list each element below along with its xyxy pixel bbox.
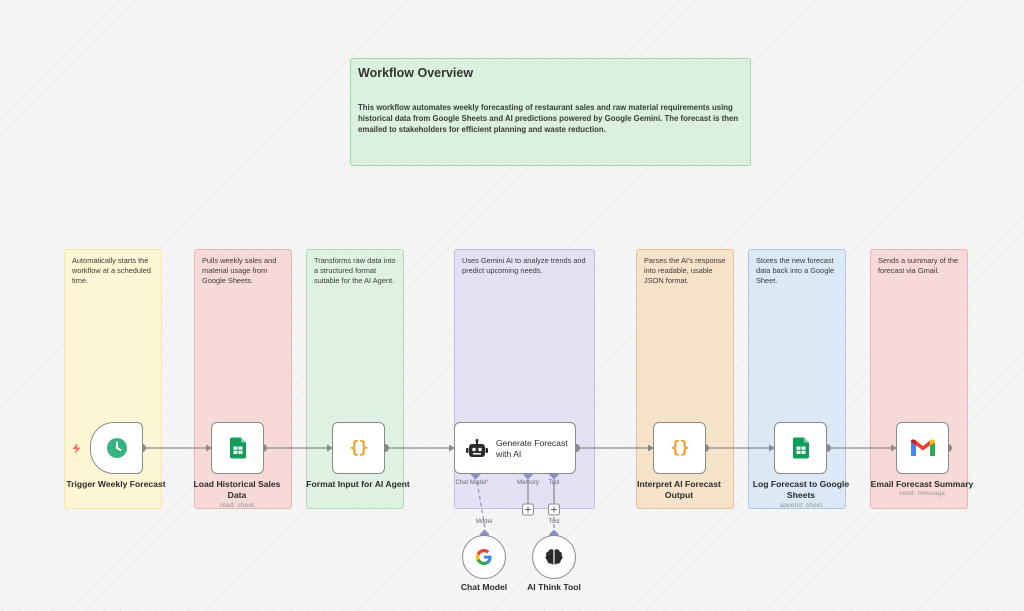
sticky-note-text: Transforms raw data into a structured fo… — [314, 256, 396, 286]
log-forecast-node[interactable] — [774, 422, 827, 474]
code-braces-icon: {} — [670, 438, 690, 458]
chat-model-node[interactable] — [462, 535, 506, 579]
email-node-label: Email Forecast Summary — [870, 479, 974, 489]
google-icon — [476, 549, 492, 565]
sticky-note-text: Automatically starts the workflow at a s… — [72, 256, 151, 286]
arrow-email-input — [891, 444, 897, 452]
add-tool-button — [548, 503, 560, 516]
email-forecast-node[interactable] — [896, 422, 949, 474]
google-sheets-icon — [229, 437, 246, 459]
arrow-load-input — [206, 444, 212, 452]
trigger-weekly-forecast-node[interactable] — [90, 422, 143, 474]
add-memory-button — [522, 503, 534, 516]
sticky-note-text: Pulls weekly sales and material usage fr… — [202, 256, 277, 286]
arrow-agent-input — [449, 444, 455, 452]
chat-model-handle-text: Chat Model — [455, 480, 487, 486]
interpret-forecast-node[interactable]: {} — [653, 422, 706, 474]
trigger-bolt-icon — [72, 443, 81, 454]
google-sheets-icon — [792, 437, 809, 459]
agent-node-label: Generate Forecast with AI — [496, 438, 568, 459]
ai-think-tool-node[interactable] — [532, 535, 576, 579]
generate-forecast-agent-node[interactable]: Generate Forecast with AI — [454, 422, 576, 474]
required-marker: * — [486, 480, 489, 486]
overview-title: Workflow Overview — [358, 66, 474, 80]
trigger-node-label: Trigger Weekly Forecast — [66, 479, 166, 489]
code-braces-icon: {} — [349, 438, 369, 458]
log-node-subtitle: append: sheet — [779, 502, 823, 509]
connection-chat-model — [475, 474, 487, 535]
log-node-label: Log Forecast to Google Sheets — [752, 479, 850, 500]
robot-icon — [466, 439, 488, 457]
workflow-overview-note[interactable]: Workflow Overview This workflow automate… — [350, 58, 751, 166]
load-node-label: Load Historical Sales Data — [193, 479, 281, 500]
arrow-log-input — [769, 444, 775, 452]
load-node-subtitle: read: sheet — [219, 502, 254, 509]
memory-handle-label: Memory — [517, 480, 539, 486]
arrow-format-input — [327, 444, 333, 452]
chat-model-label: Chat Model — [460, 582, 508, 592]
overview-description: This workflow automates weekly forecasti… — [358, 103, 739, 134]
sticky-note-load[interactable]: Pulls weekly sales and material usage fr… — [194, 249, 292, 509]
email-node-subtitle: send: message — [898, 490, 946, 497]
tool-handle-label: Tool — [548, 480, 560, 486]
arrow-interpret-input — [648, 444, 654, 452]
think-tool-label: AI Think Tool — [527, 582, 581, 592]
sticky-note-text: Stores the new forecast data back into a… — [756, 256, 835, 286]
load-historical-sales-node[interactable] — [211, 422, 264, 474]
gmail-icon — [910, 439, 935, 456]
clock-icon — [106, 438, 127, 458]
sticky-note-text: Uses Gemini AI to analyze trends and pre… — [462, 256, 586, 276]
format-input-node[interactable]: {} — [332, 422, 385, 474]
format-node-label: Format Input for AI Agent — [306, 479, 410, 489]
model-output-label: Model — [475, 519, 493, 525]
brain-icon — [545, 549, 563, 565]
sticky-note-text: Sends a summary of the forecast via Gmai… — [878, 256, 959, 276]
sticky-note-text: Parses the AI's response into readable, … — [644, 256, 726, 286]
chat-model-handle-label: Chat Model* — [452, 480, 492, 486]
tool-output-label: Tool — [548, 519, 560, 525]
sticky-note-interpret[interactable]: Parses the AI's response into readable, … — [636, 249, 734, 509]
interpret-node-label: Interpret AI Forecast Output — [637, 479, 721, 500]
